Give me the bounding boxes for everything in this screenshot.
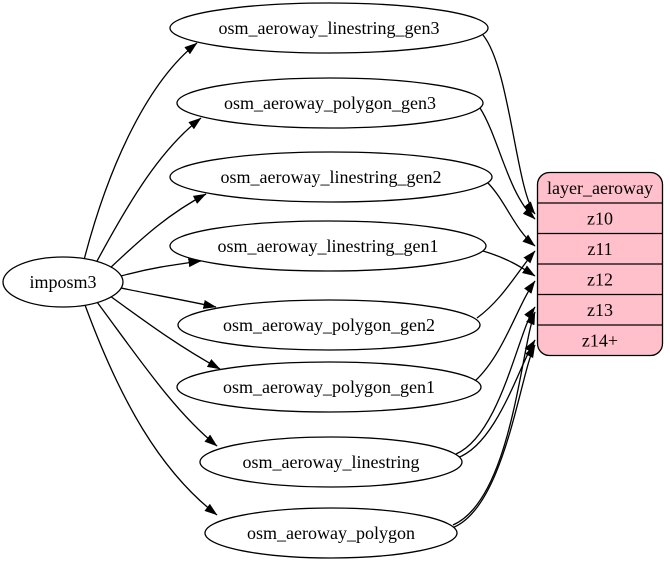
- edge-osm_aeroway_polygon-to-z14: [451, 344, 536, 529]
- node-osm_aeroway_polygon_gen3: osm_aeroway_polygon_gen3: [176, 77, 484, 129]
- edge-imposm3-to-osm_aeroway_linestring: [96, 301, 218, 447]
- node-osm_aeroway_polygon_gen1-label: osm_aeroway_polygon_gen1: [223, 377, 435, 397]
- layer-row-z13: z13: [587, 300, 613, 320]
- layer-row-z14: z14+: [582, 331, 618, 351]
- edge-imposm3-to-osm_aeroway_polygon_gen1: [109, 295, 221, 370]
- edge-osm_aeroway_polygon_gen2-to-z11: [476, 250, 536, 319]
- node-osm_aeroway_linestring_gen1-shape: [169, 220, 487, 272]
- node-osm_aeroway_linestring_gen1: osm_aeroway_linestring_gen1: [169, 220, 487, 272]
- node-osm_aeroway_linestring: osm_aeroway_linestring: [199, 436, 463, 488]
- edges-source-to-tables: [83, 42, 221, 516]
- node-imposm3-label: imposm3: [29, 272, 96, 292]
- node-osm_aeroway_linestring_gen2-label: osm_aeroway_linestring_gen2: [221, 167, 442, 187]
- node-imposm3: imposm3: [2, 256, 124, 308]
- node-osm_aeroway_linestring-label: osm_aeroway_linestring: [243, 452, 420, 472]
- layer-row-z11: z11: [587, 239, 612, 259]
- edge-imposm3-to-osm_aeroway_polygon_gen3: [95, 117, 202, 264]
- edge-imposm3-to-osm_aeroway_polygon: [84, 304, 218, 516]
- node-osm_aeroway_polygon-shape: [204, 507, 458, 559]
- edge-imposm3-to-osm_aeroway_linestring_gen1: [120, 258, 202, 277]
- node-osm_aeroway_polygon_gen1: osm_aeroway_polygon_gen1: [176, 361, 482, 413]
- node-osm_aeroway_polygon_gen3-shape: [176, 77, 484, 129]
- node-osm_aeroway_polygon: osm_aeroway_polygon: [204, 507, 458, 559]
- node-osm_aeroway_linestring_gen3: osm_aeroway_linestring_gen3: [169, 2, 489, 54]
- layer-row-z12: z12: [587, 270, 613, 290]
- layer-row-z10: z10: [587, 209, 613, 229]
- edge-osm_aeroway_polygon_gen3-to-z10: [479, 107, 536, 220]
- edge-osm_aeroway_linestring-to-z14: [456, 339, 536, 459]
- edges-tables-to-layer: [451, 34, 536, 529]
- layer-title: layer_aeroway: [547, 178, 653, 198]
- node-osm_aeroway_polygon_gen3-label: osm_aeroway_polygon_gen3: [224, 93, 436, 113]
- node-osm_aeroway_polygon-label: osm_aeroway_polygon: [247, 523, 415, 543]
- node-layer_aeroway: layer_aeroway z10 z11 z12 z13 z14+: [536, 171, 664, 357]
- edge-osm_aeroway_polygon_gen1-to-z12: [474, 280, 536, 382]
- node-osm_aeroway_polygon_gen1-shape: [176, 361, 482, 413]
- edge-osm_aeroway_polygon-to-z13: [452, 311, 536, 526]
- node-osm_aeroway_linestring_gen3-label: osm_aeroway_linestring_gen3: [219, 18, 440, 38]
- edge-osm_aeroway_linestring_gen2-to-z11: [486, 181, 536, 247]
- node-osm_aeroway_linestring-shape: [199, 436, 463, 488]
- node-osm_aeroway_linestring_gen3-shape: [169, 2, 489, 54]
- node-imposm3-shape: [2, 256, 124, 308]
- node-osm_aeroway_polygon_gen2: osm_aeroway_polygon_gen2: [177, 299, 481, 351]
- edge-imposm3-to-osm_aeroway_linestring_gen2: [107, 193, 207, 271]
- edge-imposm3-to-osm_aeroway_polygon_gen2: [120, 287, 217, 309]
- node-osm_aeroway_linestring_gen2-shape: [169, 151, 493, 203]
- node-osm_aeroway_linestring_gen1-label: osm_aeroway_linestring_gen1: [218, 236, 439, 256]
- node-osm_aeroway_polygon_gen2-label: osm_aeroway_polygon_gen2: [223, 315, 435, 335]
- edge-imposm3-to-osm_aeroway_linestring_gen3: [83, 42, 198, 261]
- node-osm_aeroway_linestring_gen2: osm_aeroway_linestring_gen2: [169, 151, 493, 203]
- edge-osm_aeroway_linestring_gen1-to-z12: [482, 250, 536, 277]
- node-osm_aeroway_polygon_gen2-shape: [177, 299, 481, 351]
- edge-osm_aeroway_linestring_gen3-to-z10: [482, 34, 536, 215]
